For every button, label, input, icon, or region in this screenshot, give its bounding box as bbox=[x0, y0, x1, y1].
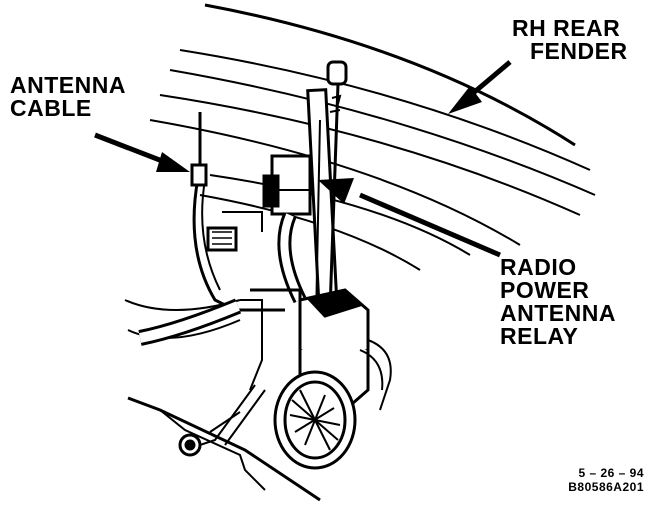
cable-arrow bbox=[94, 132, 171, 167]
relay-label-line1: RADIO bbox=[500, 254, 577, 280]
lower-panel bbox=[124, 298, 321, 502]
callout-arrows bbox=[94, 60, 512, 258]
relay-label-line3: ANTENNA bbox=[500, 300, 616, 326]
antenna-cable bbox=[190, 112, 263, 312]
relay-arrow bbox=[359, 192, 501, 258]
cable-label: ANTENNA CABLE bbox=[10, 74, 126, 120]
relay-box bbox=[262, 154, 312, 216]
fender-label-line2: FENDER bbox=[530, 38, 628, 64]
antenna-motor bbox=[273, 288, 392, 470]
fender-label-line1: RH REAR bbox=[512, 15, 621, 41]
fender-contours bbox=[149, 3, 596, 271]
figure-date: 5 – 26 – 94 bbox=[578, 466, 644, 480]
figure-code: B80586A201 bbox=[568, 480, 644, 494]
relay-label-line4: RELAY bbox=[500, 323, 579, 349]
cable-arrowhead bbox=[156, 152, 190, 172]
cable-label-line2: CABLE bbox=[10, 95, 92, 121]
fender-label: RH REAR FENDER bbox=[512, 17, 628, 63]
fender-arrowhead bbox=[448, 86, 482, 114]
cable-label-line1: ANTENNA bbox=[10, 72, 126, 98]
antenna-mast bbox=[306, 60, 348, 332]
relay-arrowhead bbox=[318, 178, 354, 204]
relay-label-line2: POWER bbox=[500, 277, 590, 303]
relay-label: RADIO POWER ANTENNA RELAY bbox=[500, 256, 616, 348]
figure-footer: 5 – 26 – 94 B80586A201 bbox=[568, 466, 644, 494]
